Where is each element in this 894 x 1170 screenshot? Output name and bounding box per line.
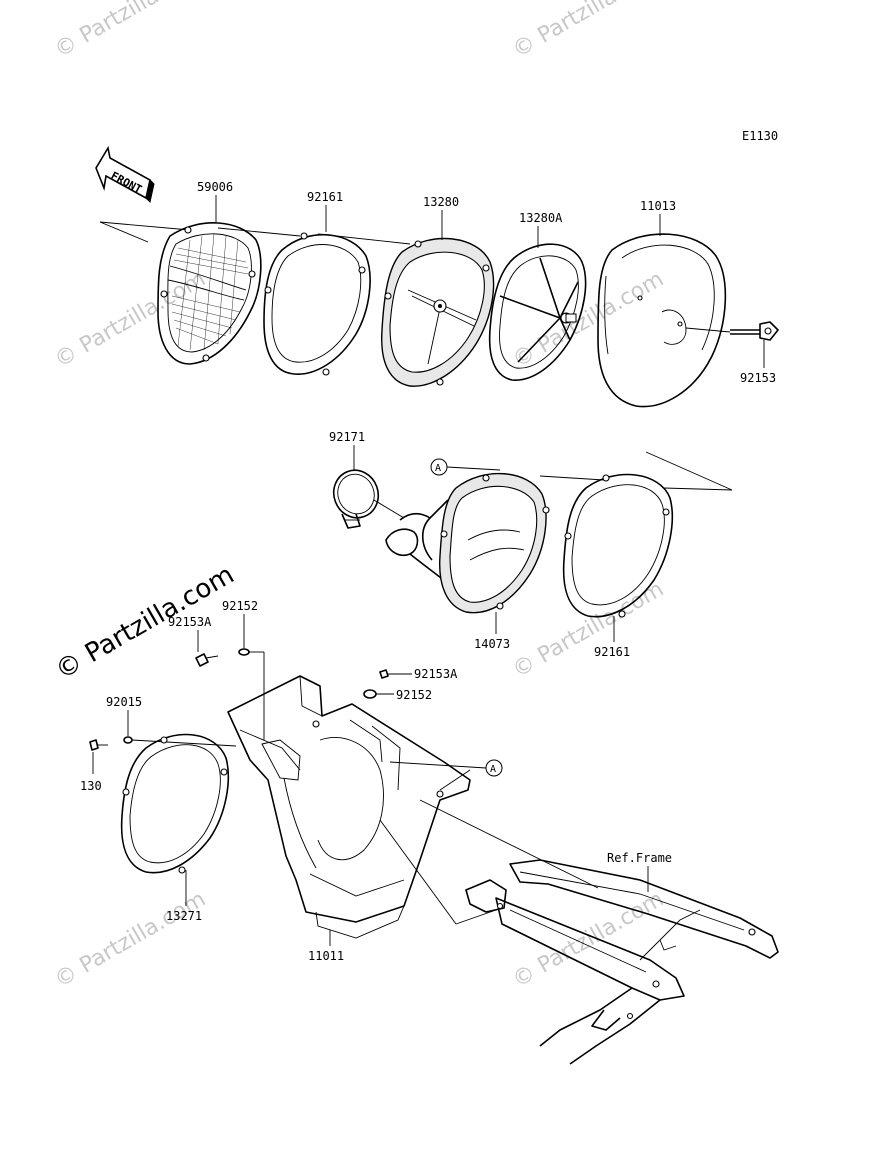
bolt-92153A-left [195,630,219,667]
reference-marker-a-bottom: A [389,759,503,777]
assembly-lines-mid [539,451,733,491]
reference-frame [465,859,779,1065]
label-92161-mid: 92161 [594,645,630,659]
watermark: © Partzilla.com [509,267,669,374]
watermark: © Partzilla.com [509,0,669,63]
air-cleaner-screen-59006 [157,222,262,365]
air-cleaner-cover-11013 [597,233,727,408]
gasket-92161-mid [562,473,674,618]
label-59006: 59006 [197,180,233,194]
leader-92171-to-case [373,499,405,519]
label-92152-a: 92152 [222,599,258,613]
label-14073: 14073 [474,637,510,651]
bolt-130 [89,739,108,774]
air-box-housing-11011 [227,675,471,939]
filter-cage-13280A [488,243,587,381]
watermark: © Partzilla.com [509,887,669,994]
air-cleaner-duct-14073 [385,472,550,614]
nut-92015 [123,710,237,747]
svg-text:A: A [490,764,496,775]
gasket-92161-top [263,232,371,376]
svg-text:A: A [435,463,441,474]
washer-92152-left [238,614,265,740]
gasket-13271 [120,733,230,874]
label-130: 130 [80,779,102,793]
label-92153: 92153 [740,371,776,385]
label-92161-top: 92161 [307,190,343,204]
watermark: © Partzilla.com [51,267,211,374]
bolt-92153 [685,321,779,341]
label-92153A-b: 92153A [414,667,458,681]
washer-92152-right [363,689,394,699]
reference-marker-a-top: A [430,458,501,476]
assembly-lines-top [99,221,411,245]
bolt-92153A-right [379,669,412,679]
label-92153A-a: 92153A [168,615,212,629]
diagram-code: E1130 [742,129,778,143]
label-92152-b: 92152 [396,688,432,702]
watermark: © Partzilla.com [51,0,211,63]
band-clamp-92171 [332,469,380,529]
label-13271: 13271 [166,909,202,923]
front-arrow-icon: FRONT [95,145,155,203]
assembly-lines-frame [379,799,599,925]
label-92015: 92015 [106,695,142,709]
label-13280: 13280 [423,195,459,209]
label-11013: 11013 [640,199,676,213]
label-13280A: 13280A [519,211,563,225]
label-ref-frame: Ref.Frame [607,851,672,865]
watermarks: © Partzilla.com © Partzilla.com © Partzi… [51,0,669,993]
label-11011: 11011 [308,949,344,963]
label-92171: 92171 [329,430,365,444]
air-filter-element-13280 [381,237,495,387]
